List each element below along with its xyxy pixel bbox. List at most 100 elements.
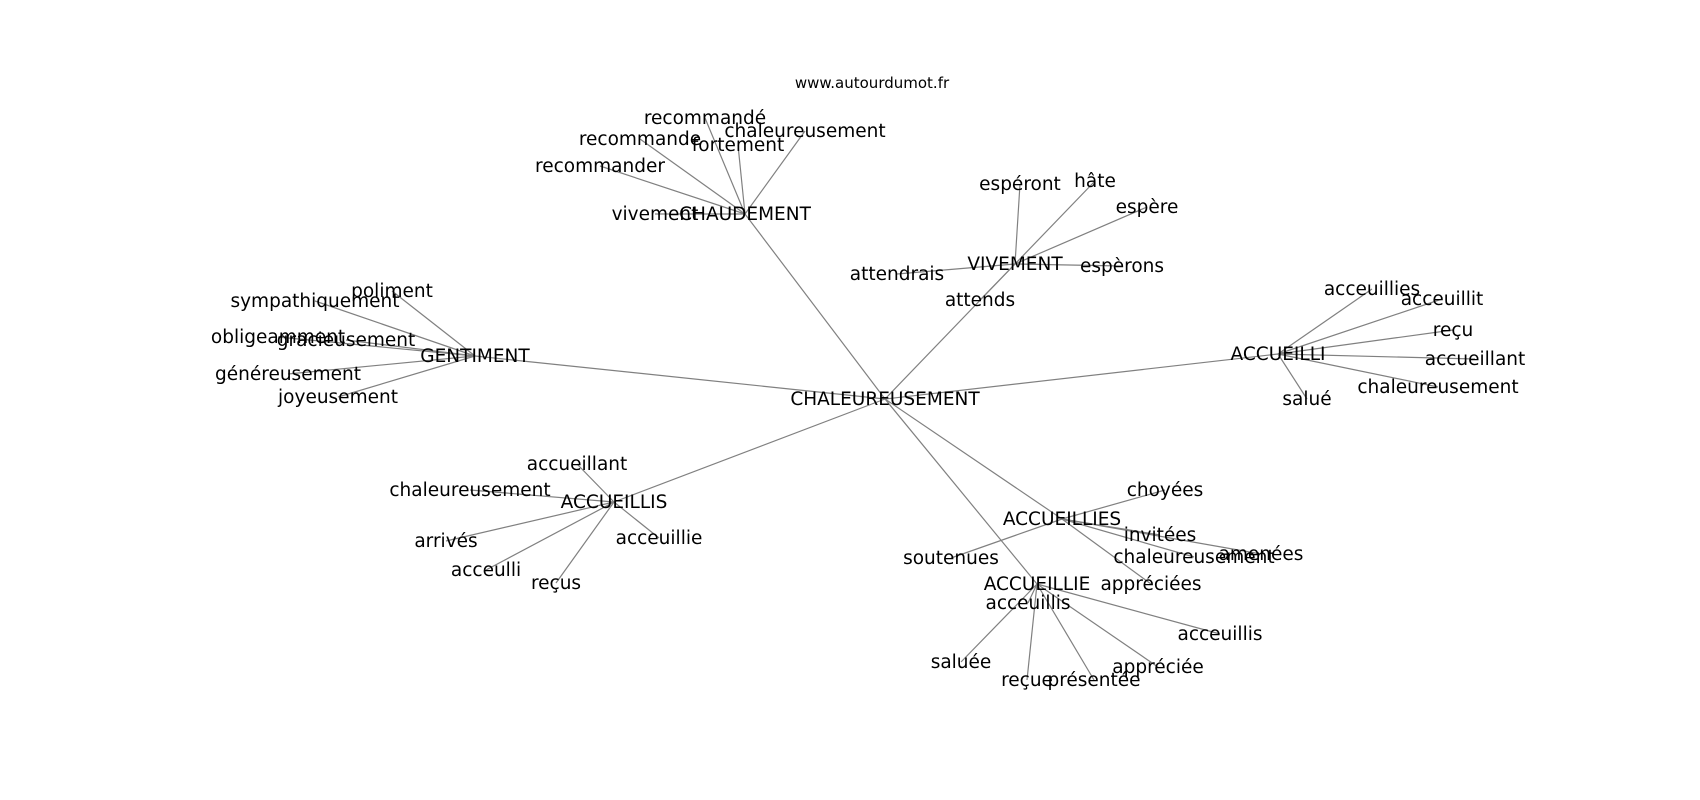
graph-node-label: acceuillies [1324,279,1420,300]
graph-edge [1014,180,1096,265]
graph-edge [1014,183,1021,265]
graph-node-label: acceuillis [1178,624,1263,645]
graph-edge [1014,206,1148,265]
graph-node-label: acceuillit [1401,289,1484,310]
graph-edge [1027,583,1038,604]
graph-node-label: reçu [1433,320,1473,341]
graph-edge [1277,298,1443,355]
graph-edge [277,336,476,357]
graph-edge [884,353,1279,400]
graph-edge [1061,518,1152,585]
graph-node-label: reçus [531,573,581,594]
graph-edge [1277,353,1439,388]
graph-node-label: ACCUEILLIE [984,574,1091,595]
graph-edges [277,117,1476,681]
graph-node-label: sympathiquement [230,291,399,312]
graph-edge [314,300,476,357]
graph-edge [1277,329,1454,355]
graph-node-label: GENTIMENT [420,346,530,367]
graph-node-label: poliment [351,281,433,302]
graph-node-label: gracieusement [277,330,416,351]
graph-node-label: accueillant [527,454,628,475]
graph-edge [1277,353,1476,360]
graph-edge [613,501,660,539]
graph-edge [485,501,615,571]
graph-node-label: acceulli [451,560,521,581]
graph-edge [613,398,886,503]
graph-edge [950,518,1063,559]
graph-edge [1036,583,1221,635]
graph-node-label: espère [1116,197,1179,218]
graph-node-label: acceuillis [986,593,1071,614]
graph-node-label: obligeamment [211,327,345,348]
graph-edge [1061,489,1166,520]
graph-edge [1277,353,1308,400]
graph-edge [960,583,1038,663]
graph-node-label: ACCUEILLIS [561,492,668,513]
graph-edge [979,263,1016,301]
graph-node-label: recommander [535,156,665,177]
graph-edge [737,144,746,215]
graph-node-label: chaleureusement [1357,377,1518,398]
graph-node-label: arrivés [414,531,477,552]
graph-edge [1014,263,1123,267]
graph-node-label: invitées [1124,525,1197,546]
graph-node-label: acceuillie [616,528,703,549]
source-label: www.autourdumot.fr [795,74,950,92]
graph-node-label: CHALEUREUSEMENT [790,389,980,410]
graph-node-label: amenées [1219,544,1304,565]
graph-node-label: VIVEMENT [967,254,1063,275]
graph-edge [1036,583,1159,668]
graph-edge [744,213,886,400]
graph-edge [884,398,1038,585]
graph-node-label: chaleureusement [724,121,885,142]
graph-node-label: accueillant [1425,349,1526,370]
graph-edge [639,138,746,215]
graph-edge [1277,288,1373,355]
graph-node-label: espéront [979,174,1061,195]
graph-node-label: attends [945,290,1015,311]
graph-edge [576,463,615,503]
graph-node-label: présentée [1047,670,1140,691]
graph-edge [896,263,1016,275]
graph-node-label: choyées [1127,480,1204,501]
graph-node-label: fortement [692,135,784,156]
graph-node-label: chaleureusement [1113,547,1274,568]
graph-edge [474,355,886,400]
graph-edge [287,355,476,375]
graph-node-label: joyeusement [277,387,398,408]
graph-edge [704,117,746,215]
graph-labels: CHALEUREUSEMENT CHAUDEMENT VIVEMENT GENTIME… [211,108,1525,691]
graph-node-label: salué [1282,389,1331,410]
graph-edge [337,355,476,398]
graph-edge [391,290,476,357]
graph-edge [599,165,746,215]
graph-node-label: recommandé [644,108,766,129]
graph-node-label: soutenues [903,548,999,569]
graph-node-label: reçue [1001,670,1053,691]
graph-node-label: recommande [579,129,701,150]
graph-edge [1026,583,1038,681]
graph-edge [469,489,615,503]
graph-edge [884,398,1063,520]
graph-edge [345,339,476,357]
graph-node-label: CHAUDEMENT [679,204,811,225]
graph-node-label: généreusement [215,364,361,385]
graph-node-label: espèrons [1080,256,1164,277]
graph-node-label: chaleureusement [389,480,550,501]
graph-edge [555,501,615,584]
graph-edge [1061,518,1195,558]
graph-node-label: hâte [1074,171,1116,192]
graph-node-label: vivement [612,204,699,225]
graph-edge [744,130,806,215]
graph-node-label: saluée [931,652,992,673]
graph-node-label: appréciée [1112,657,1203,678]
graph-edge [445,501,615,542]
graph-edge [1061,518,1262,555]
graph-node-label: ACCUEILLIES [1003,509,1121,530]
graph-node-label: attendrais [850,264,944,285]
graph-edge [1036,583,1095,681]
graph-node-label: ACCUEILLI [1231,344,1326,365]
graph-node-label: appréciées [1100,574,1201,595]
